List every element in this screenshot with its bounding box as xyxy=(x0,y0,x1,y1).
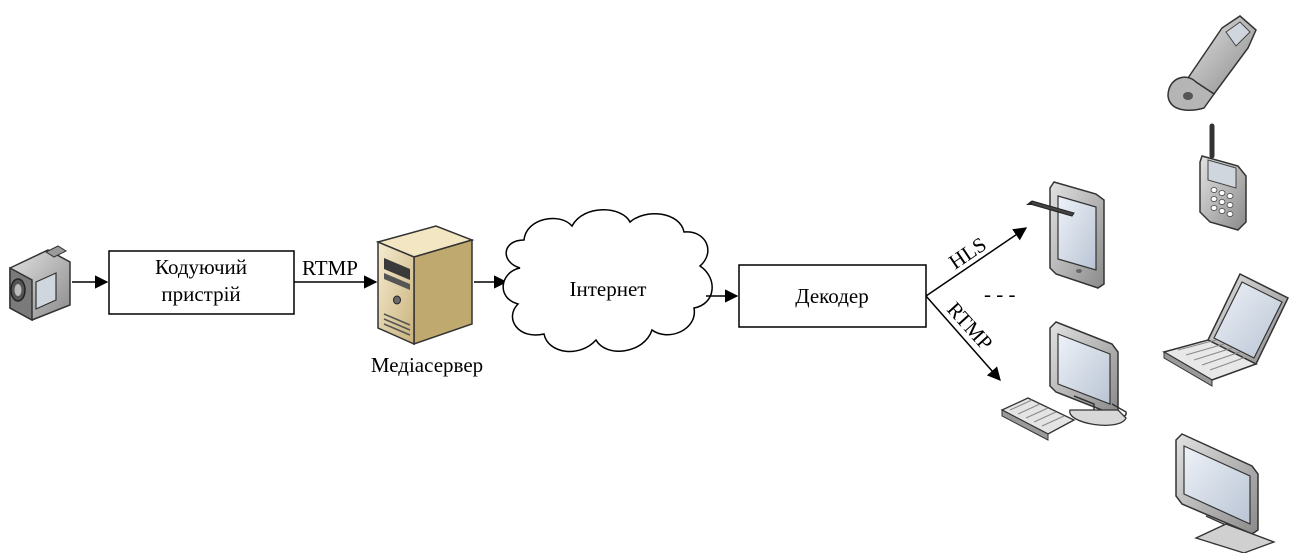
decoder-label: Декодер xyxy=(795,284,868,308)
encoder-box xyxy=(108,250,295,315)
internet-label: Інтернет xyxy=(570,277,647,301)
video-camera-icon xyxy=(9,245,71,322)
edge-decoder-desktop xyxy=(925,295,1001,382)
media-server-label: Медіасервер xyxy=(371,353,483,377)
flip-phone-icon xyxy=(1167,15,1257,111)
laptop-icon xyxy=(1162,272,1289,387)
encoder-node: Кодуючий пристрій xyxy=(108,250,295,315)
edge-label-rtmp-in: RTMP xyxy=(302,256,358,280)
decoder-node: Декодер xyxy=(738,264,927,328)
monitor-icon xyxy=(1175,433,1276,553)
cell-phone-icon xyxy=(1199,123,1247,231)
encoder-label-line2: пристрій xyxy=(161,282,240,306)
desktop-computer-icon xyxy=(1000,321,1127,441)
tablet-icon xyxy=(1026,181,1105,289)
edge-decoder-tablet xyxy=(925,227,1028,297)
cloud-icon xyxy=(502,209,713,353)
server-tower-icon xyxy=(375,225,475,346)
ellipsis-label: - - - xyxy=(984,282,1015,306)
encoder-label-line1: Кодуючий xyxy=(155,255,247,279)
